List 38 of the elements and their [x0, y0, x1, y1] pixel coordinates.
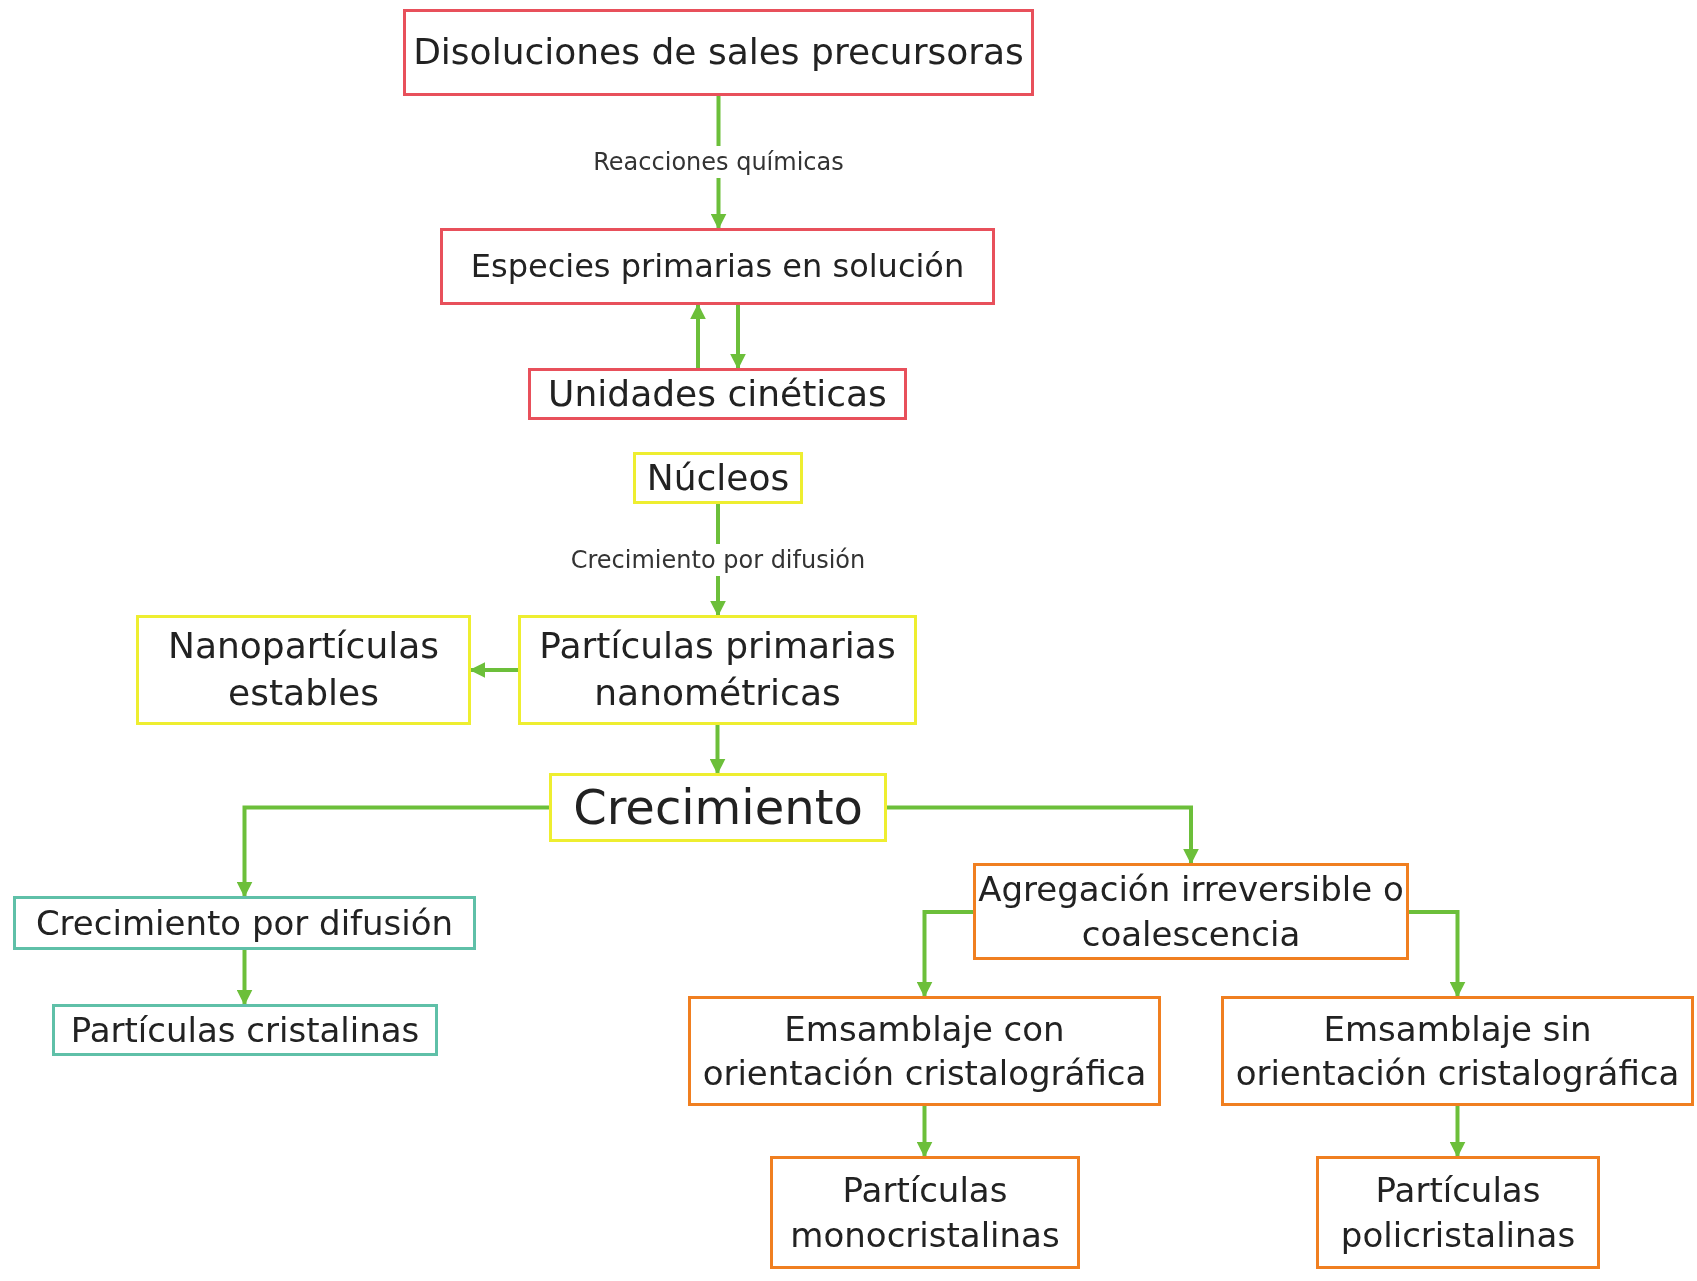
box-text: Especies primarias en solución: [470, 245, 965, 287]
process-box: [688, 996, 1161, 1106]
arrow: [236, 950, 253, 1006]
process-box: [13, 896, 476, 950]
process-box: [52, 1004, 438, 1056]
arrow: [730, 305, 746, 370]
arrow: [916, 1106, 933, 1158]
box-text: Partículas policristalinas: [1339, 1169, 1577, 1257]
process-box: [403, 9, 1034, 96]
arrow: [1449, 1106, 1466, 1158]
arrow: [709, 725, 726, 775]
arrow: [236, 805, 549, 898]
box-text: Núcleos: [646, 455, 790, 500]
arrow: [469, 662, 518, 678]
arrow: [916, 910, 973, 998]
box-text: Crecimiento por difusión: [35, 901, 454, 945]
box-text: Disoluciones de sales precursoras: [413, 30, 1024, 75]
process-box: [518, 615, 917, 725]
process-box: [1221, 996, 1694, 1106]
box-text: Partículas primarias nanométricas: [538, 624, 897, 715]
process-box: [770, 1156, 1080, 1269]
box-text: Partículas cristalinas: [70, 1008, 420, 1052]
box-text: Unidades cinéticas: [548, 371, 887, 416]
arrow: [1409, 910, 1466, 998]
box-text: Emsamblaje con orientación cristalográfica: [701, 1007, 1148, 1095]
arrow: [690, 303, 706, 368]
box-text: Emsamblaje sin orientación cristalográfica: [1234, 1007, 1681, 1095]
process-box: [1316, 1156, 1600, 1269]
process-box: [549, 773, 887, 842]
arrow: [887, 805, 1199, 865]
process-box: [136, 615, 471, 725]
box-text: Partículas monocristalinas: [789, 1169, 1061, 1257]
box-text: Crecimiento: [573, 778, 863, 838]
box-text: Agregación irreversible o coalescencia: [977, 868, 1405, 956]
process-box: [440, 228, 995, 305]
process-box: [633, 452, 803, 504]
process-box: [528, 368, 907, 420]
box-text: Nanopartículas estables: [166, 624, 441, 715]
